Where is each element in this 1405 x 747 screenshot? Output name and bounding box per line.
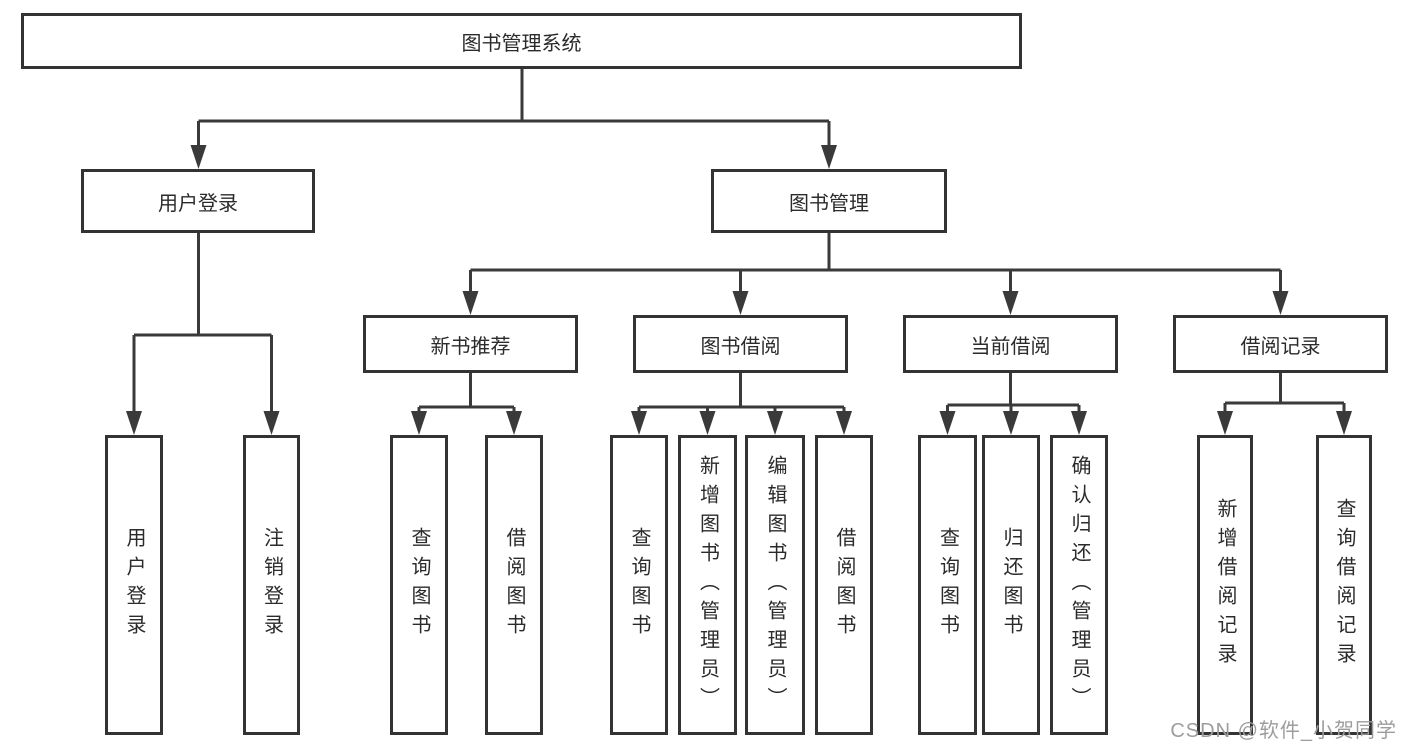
node-new-book-recommendation-label: 新书推荐: [430, 335, 511, 358]
node-book-borrowing: 图书借阅: [633, 315, 848, 373]
node-borrowing-records: 借阅记录: [1173, 315, 1388, 373]
node-new-book-recommendation: 新书推荐: [363, 315, 578, 373]
leaf-query-borrow-record-label: 查询借阅记录: [1333, 498, 1355, 672]
node-book-management-label: 图书管理: [789, 192, 869, 215]
node-book-management: 图书管理: [711, 169, 947, 233]
node-borrowing-records-label: 借阅记录: [1240, 335, 1321, 358]
node-book-borrowing-label: 图书借阅: [700, 335, 781, 358]
leaf-edit-book-admin-label: 编辑图书（管理员）: [764, 454, 786, 716]
node-user-login: 用户登录: [81, 169, 315, 233]
node-root-label: 图书管理系统: [461, 32, 582, 55]
leaf-borrow-query-books: 查询图书: [610, 435, 668, 735]
leaf-add-book-admin-label: 新增图书（管理员）: [696, 454, 719, 716]
node-root: 图书管理系统: [21, 13, 1022, 69]
node-current-borrowing-label: 当前借阅: [970, 335, 1051, 358]
leaf-recommend-borrow-books-label: 借阅图书: [503, 527, 525, 643]
leaf-confirm-return-admin-label: 确认归还（管理员）: [1068, 454, 1090, 716]
node-current-borrowing: 当前借阅: [903, 315, 1118, 373]
leaf-return-books-label: 归还图书: [1000, 527, 1022, 643]
leaf-user-login: 用户登录: [105, 435, 163, 735]
leaf-current-query-books-label: 查询图书: [936, 527, 959, 643]
node-user-login-label: 用户登录: [158, 192, 238, 215]
watermark: CSDN @软件_小贺同学: [1170, 720, 1397, 742]
leaf-edit-book-admin: 编辑图书（管理员）: [745, 435, 805, 735]
leaf-logout-label: 注销登录: [260, 527, 283, 643]
leaf-return-books: 归还图书: [982, 435, 1040, 735]
leaf-borrow-query-books-label: 查询图书: [628, 527, 650, 643]
leaf-recommend-borrow-books: 借阅图书: [485, 435, 543, 735]
leaf-add-book-admin: 新增图书（管理员）: [678, 435, 737, 735]
leaf-borrow-books: 借阅图书: [815, 435, 873, 735]
leaf-add-borrow-record-label: 新增借阅记录: [1214, 498, 1236, 672]
leaf-query-borrow-record: 查询借阅记录: [1316, 435, 1372, 735]
leaf-user-login-label: 用户登录: [123, 527, 145, 643]
leaf-confirm-return-admin: 确认归还（管理员）: [1050, 435, 1108, 735]
leaf-borrow-books-label: 借阅图书: [833, 527, 855, 643]
leaf-recommend-query-books: 查询图书: [390, 435, 448, 735]
leaf-current-query-books: 查询图书: [918, 435, 977, 735]
leaf-recommend-query-books-label: 查询图书: [408, 527, 430, 643]
leaf-logout: 注销登录: [243, 435, 300, 735]
leaf-add-borrow-record: 新增借阅记录: [1197, 435, 1253, 735]
